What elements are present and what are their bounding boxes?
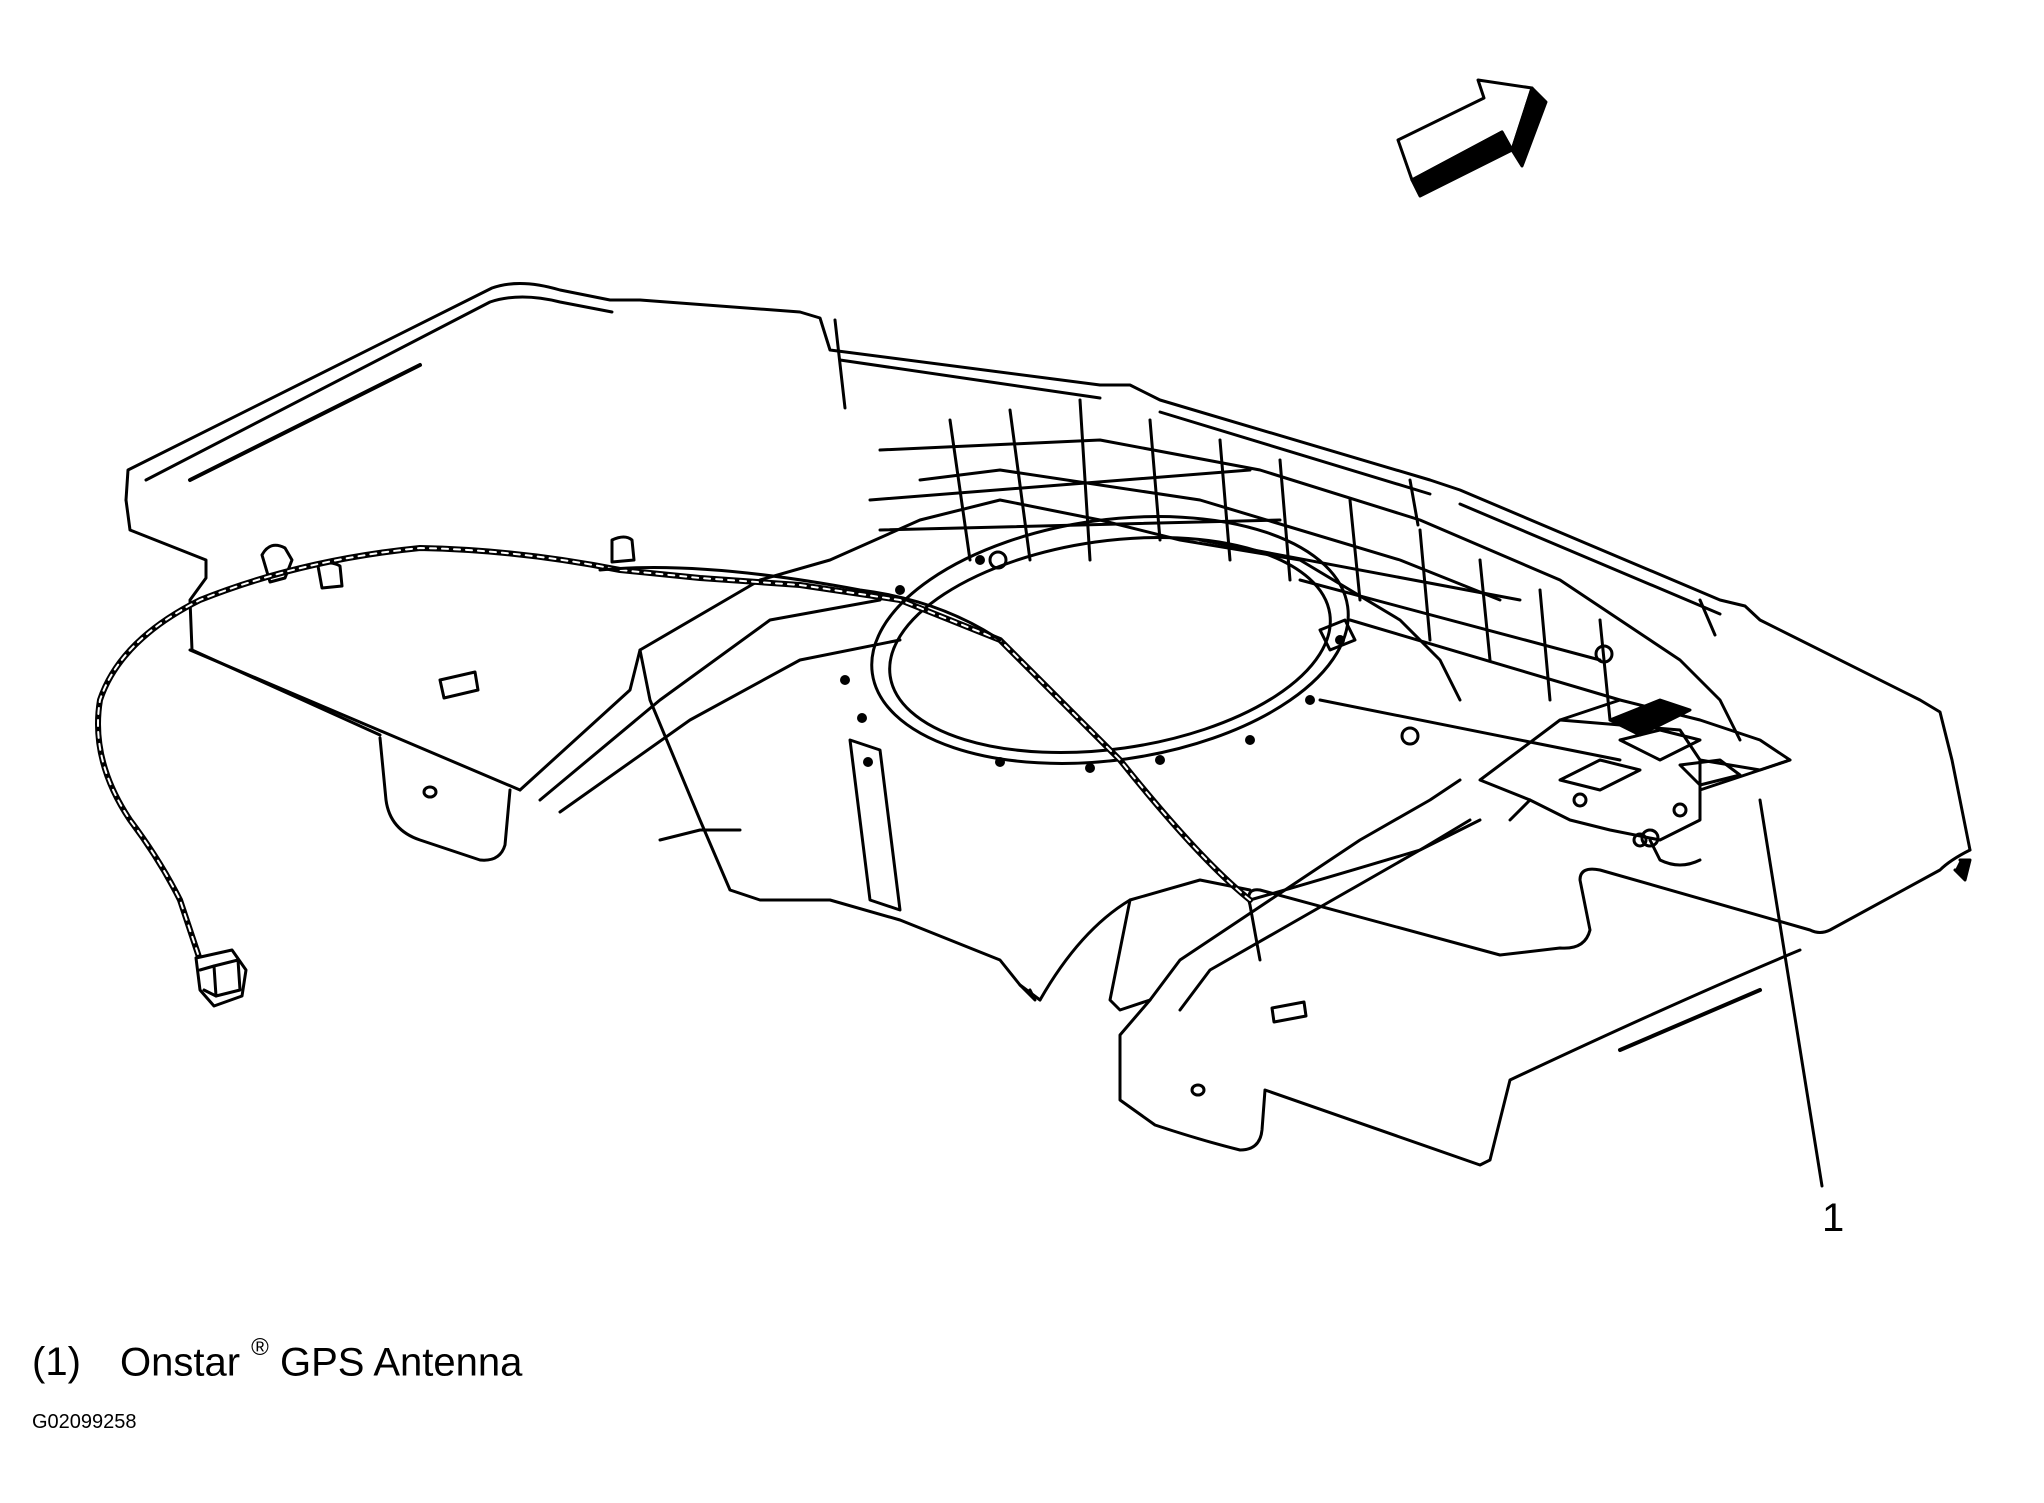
legend-name-part1: Onstar xyxy=(120,1340,241,1385)
legend-name-part2: GPS Antenna xyxy=(279,1340,523,1385)
antenna-cable xyxy=(95,545,1482,963)
cable-connector-icon xyxy=(194,948,248,1008)
callout-number: 1 xyxy=(1822,1196,1845,1240)
front-direction-arrow-icon xyxy=(1396,78,1548,198)
legend-ref: (1) xyxy=(32,1340,81,1385)
callout-leader-line xyxy=(1758,798,1824,1188)
rear-shelf-panel xyxy=(124,281,1972,1167)
legend-entry: (1) Onstar ® GPS Antenna xyxy=(32,1336,523,1385)
figure-id: G02099258 xyxy=(32,1411,137,1433)
registered-symbol: ® xyxy=(251,1334,269,1361)
